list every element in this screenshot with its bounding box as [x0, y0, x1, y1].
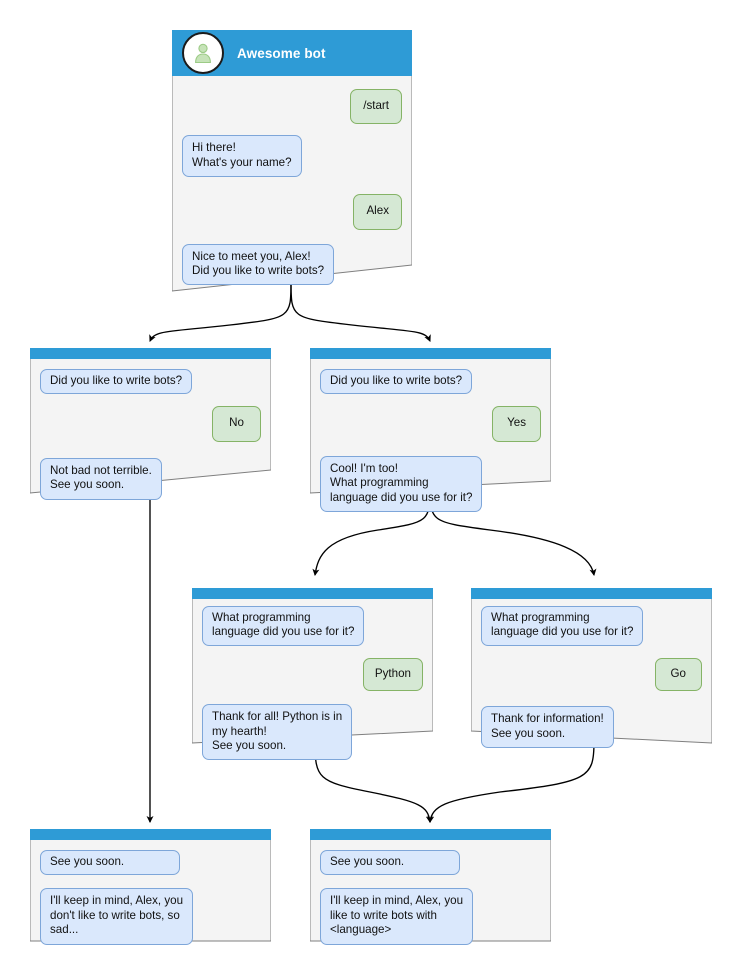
node-answer-yes[interactable]: Did you like to write bots? Yes Cool! I'… [310, 348, 551, 513]
node-lang-python[interactable]: What programming language did you use fo… [192, 588, 433, 761]
message-row: Did you like to write bots? [40, 369, 261, 395]
chat-transcript-python: What programming language did you use fo… [192, 600, 433, 770]
node-header-bar [310, 829, 551, 841]
bot-header-bar: Awesome bot [172, 30, 412, 76]
node-end-happy[interactable]: See you soon. I'll keep in mind, Alex, y… [310, 829, 551, 945]
bot-message-bubble: See you soon. [40, 850, 180, 876]
node-start-content: Awesome bot /start Hi there! What's your… [172, 30, 412, 295]
message-row: Yes [320, 406, 541, 442]
chat-transcript-go: What programming language did you use fo… [471, 600, 712, 758]
user-message-bubble: No [212, 406, 261, 442]
bot-message-bubble: Did you like to write bots? [320, 369, 473, 395]
message-row: Python [202, 657, 423, 692]
bot-message-bubble: What programming language did you use fo… [481, 606, 644, 646]
node-header-bar [471, 588, 712, 600]
chat-transcript-end-sad: See you soon. I'll keep in mind, Alex, y… [30, 841, 271, 955]
bot-message-bubble: Not bad not terrible. See you soon. [40, 457, 162, 500]
user-message-bubble: Python [362, 657, 423, 692]
node-header-bar [310, 348, 551, 360]
node-lang-python-content: What programming language did you use fo… [192, 588, 433, 770]
user-message-bubble: Alex [353, 194, 402, 230]
message-row: Nice to meet you, Alex! Did you like to … [182, 243, 402, 286]
node-header-bar [192, 588, 433, 600]
message-row: I'll keep in mind, Alex, you don't like … [40, 888, 261, 945]
bot-message-bubble: Thank for information! See you soon. [481, 706, 614, 749]
chat-transcript-end-happy: See you soon. I'll keep in mind, Alex, y… [310, 841, 551, 955]
chat-transcript-yes: Did you like to write bots? Yes Cool! I'… [310, 360, 551, 522]
bot-message-bubble: What programming language did you use fo… [202, 606, 365, 646]
message-row: See you soon. [40, 850, 261, 876]
bot-message-bubble: See you soon. [320, 850, 460, 876]
message-row: What programming language did you use fo… [481, 606, 702, 646]
message-row: /start [182, 89, 402, 125]
user-message-bubble: Yes [492, 406, 541, 442]
bot-message-bubble: I'll keep in mind, Alex, you like to wri… [320, 888, 474, 945]
node-end-sad-content: See you soon. I'll keep in mind, Alex, y… [30, 829, 271, 955]
message-row: I'll keep in mind, Alex, you like to wri… [320, 888, 541, 945]
node-answer-no-content: Did you like to write bots? No Not bad n… [30, 348, 271, 510]
message-row: Thank for information! See you soon. [481, 706, 702, 749]
node-start[interactable]: Awesome bot /start Hi there! What's your… [172, 30, 412, 292]
message-row: See you soon. [320, 850, 541, 876]
message-row: Go [481, 657, 702, 692]
node-lang-go[interactable]: What programming language did you use fo… [471, 588, 712, 749]
node-end-sad[interactable]: See you soon. I'll keep in mind, Alex, y… [30, 829, 271, 945]
bot-name-label: Awesome bot [237, 45, 326, 61]
bot-message-bubble: Nice to meet you, Alex! Did you like to … [182, 243, 335, 286]
bot-message-bubble: Cool! I'm too! What programming language… [320, 455, 483, 513]
node-header-bar [30, 348, 271, 360]
node-lang-go-content: What programming language did you use fo… [471, 588, 712, 758]
message-row: Cool! I'm too! What programming language… [320, 455, 541, 513]
node-header-bar [30, 829, 271, 841]
message-row: Hi there! What's your name? [182, 135, 402, 178]
user-message-bubble: /start [350, 89, 402, 125]
message-row: Thank for all! Python is in my hearth! S… [202, 704, 423, 761]
person-avatar-icon [182, 32, 224, 74]
node-answer-no[interactable]: Did you like to write bots? No Not bad n… [30, 348, 271, 500]
message-row: Did you like to write bots? [320, 369, 541, 395]
bot-message-bubble: I'll keep in mind, Alex, you don't like … [40, 888, 194, 945]
bot-message-bubble: Did you like to write bots? [40, 369, 193, 395]
user-message-bubble: Go [654, 657, 702, 692]
message-row: No [40, 406, 261, 442]
node-end-happy-content: See you soon. I'll keep in mind, Alex, y… [310, 829, 551, 955]
bot-message-bubble: Thank for all! Python is in my hearth! S… [202, 704, 353, 761]
message-row: Alex [182, 194, 402, 230]
chat-transcript-no: Did you like to write bots? No Not bad n… [30, 360, 271, 510]
node-answer-yes-content: Did you like to write bots? Yes Cool! I'… [310, 348, 551, 522]
bot-message-bubble: Hi there! What's your name? [182, 135, 302, 178]
message-row: Not bad not terrible. See you soon. [40, 457, 261, 500]
message-row: What programming language did you use fo… [202, 606, 423, 646]
chat-transcript-start: /start Hi there! What's your name? Alex … [172, 76, 412, 295]
